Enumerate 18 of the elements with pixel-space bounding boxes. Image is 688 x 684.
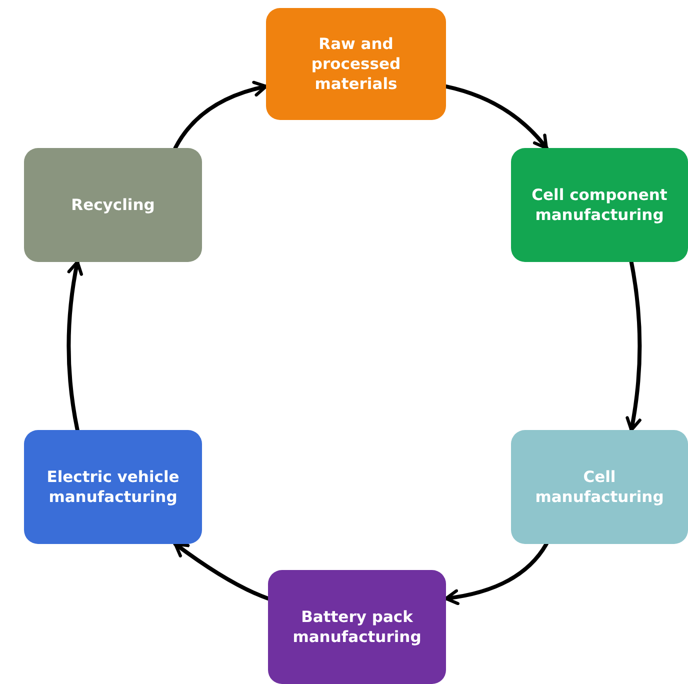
process-box bbox=[511, 148, 688, 262]
process-box bbox=[266, 8, 446, 120]
arrow bbox=[66, 260, 84, 432]
process-label: Cell manufacturing bbox=[534, 466, 665, 508]
arrow bbox=[444, 542, 548, 605]
process-box bbox=[24, 148, 202, 262]
process-box bbox=[24, 430, 202, 544]
process-label: Battery pack manufacturing bbox=[292, 606, 422, 648]
process-label: Electric vehicle manufacturing bbox=[46, 466, 180, 508]
process-box bbox=[511, 430, 688, 544]
process-box bbox=[268, 570, 446, 684]
process-label: Raw and processed materials bbox=[310, 34, 402, 94]
arrow bbox=[173, 81, 268, 150]
arrow bbox=[444, 84, 548, 150]
arrow bbox=[625, 260, 642, 432]
arrow bbox=[173, 542, 270, 600]
process-label: Cell component manufacturing bbox=[530, 184, 668, 226]
process-label: Recycling bbox=[71, 194, 155, 216]
